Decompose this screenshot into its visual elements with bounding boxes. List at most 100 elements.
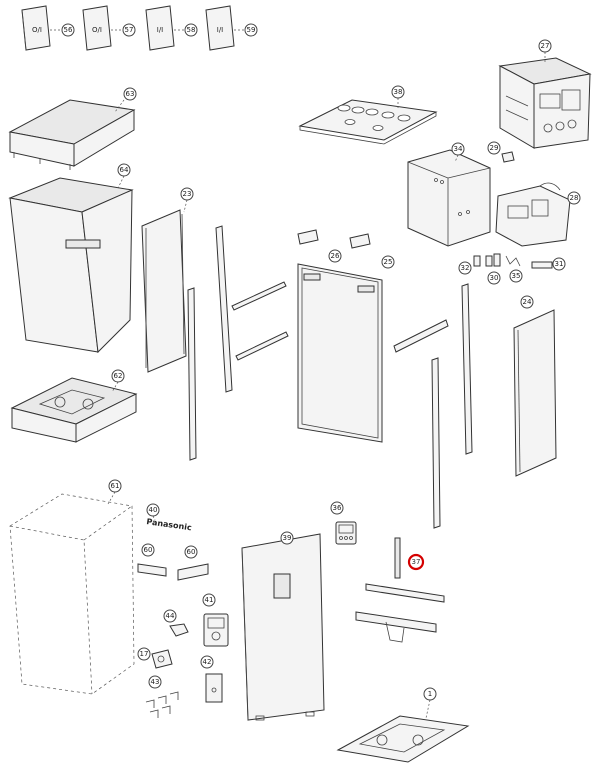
callout-44: 44 [163,609,177,623]
callout-24: 24 [520,295,534,309]
svg-text:39: 39 [283,534,292,542]
svg-text:40: 40 [149,506,158,514]
callout-35: 35 [509,269,523,283]
callout-30: 30 [487,271,501,285]
callout-60a: 60 [141,543,155,557]
callout-37-highlighted[interactable]: 37 [407,553,425,571]
callout-56: 56 [50,23,75,37]
svg-text:41: 41 [205,596,214,604]
svg-text:27: 27 [541,42,550,50]
fitting-32[interactable] [473,255,481,267]
fitting-35[interactable] [505,255,521,267]
cover-panel-34[interactable] [407,149,491,247]
side-panel-24[interactable] [513,309,557,477]
top-plate-38[interactable] [298,99,438,145]
svg-text:38: 38 [394,88,403,96]
brand-logo: Panasonic [146,517,193,532]
front-door-panel-39[interactable] [241,533,325,721]
manual-booklet-58[interactable]: I/I [145,5,175,51]
callout-34: 34 [451,142,465,163]
control-box-27[interactable] [498,57,592,149]
callout-57: 57 [111,23,136,37]
fitting-17[interactable] [151,649,173,669]
svg-text:58: 58 [187,26,196,34]
manual-booklet-59[interactable]: I/I [205,5,235,51]
svg-text:29: 29 [490,144,499,152]
packaging-bag-61[interactable] [9,493,135,695]
svg-text:36: 36 [333,504,342,512]
connector-29[interactable] [501,151,515,163]
fitting-31[interactable] [531,261,553,269]
svg-text:30: 30 [490,274,499,282]
label-sticker-60a[interactable] [137,563,167,577]
remote-controller-36[interactable] [335,521,357,545]
svg-text:57: 57 [125,26,134,34]
svg-text:31: 31 [555,260,564,268]
manual-booklet-57[interactable]: O/I [82,5,112,51]
svg-text:61: 61 [111,482,120,490]
side-panel-23[interactable] [141,209,187,373]
callout-29: 29 [487,141,501,155]
callout-38: 38 [391,85,405,110]
base-frame-62[interactable] [10,377,138,443]
svg-text:63: 63 [126,90,135,98]
svg-text:60: 60 [187,548,196,556]
booklet-label: O/I [32,26,42,34]
frame-rail-left[interactable] [187,225,233,461]
callout-25: 25 [381,255,395,269]
svg-text:59: 59 [247,26,256,34]
frame-rail-right[interactable] [431,283,473,529]
callout-1: 1 [423,687,437,719]
booklet-label: I/I [217,26,224,34]
callout-59: 59 [234,23,258,37]
callout-61: 61 [107,479,122,505]
cross-rail-right[interactable] [393,319,449,353]
cross-rail-upper[interactable] [231,281,287,311]
callout-23: 23 [180,187,194,213]
cross-rail-lower[interactable] [235,331,289,361]
callout-17: 17 [137,647,151,661]
base-tray-1[interactable] [336,715,470,763]
main-panel-25[interactable] [297,263,383,443]
svg-text:24: 24 [523,298,532,306]
callout-40: 40 [146,503,160,521]
callout-60b: 60 [184,545,198,559]
callout-58: 58 [174,23,198,37]
label-sticker-60b[interactable] [177,563,209,581]
sensor-42[interactable] [205,673,223,703]
callout-43: 43 [148,675,162,689]
callout-32: 32 [458,261,472,275]
svg-text:35: 35 [512,272,521,280]
callout-31: 31 [552,257,566,271]
callout-26: 26 [328,249,342,263]
booklet-label: I/I [157,26,164,34]
svg-text:32: 32 [461,264,470,272]
sensor-unit-41[interactable] [203,613,229,647]
rod-part-37[interactable] [394,537,401,579]
callout-27: 27 [538,39,552,62]
svg-text:23: 23 [183,190,192,198]
svg-text:42: 42 [203,658,212,666]
callout-63: 63 [114,87,137,113]
fitting-30[interactable] [485,253,501,267]
svg-text:17: 17 [140,650,149,658]
screw-set-43[interactable] [145,691,179,718]
svg-text:34: 34 [454,145,463,153]
clip-44[interactable] [169,623,189,637]
callout-41: 41 [202,593,216,607]
manual-booklet-56[interactable]: O/I [21,5,51,51]
control-pcb-28[interactable] [495,182,571,247]
bracket-lower-front[interactable] [355,583,445,643]
outer-casing-64[interactable] [8,177,134,354]
callout-42: 42 [200,655,214,669]
brand-badge-40[interactable]: Panasonic [146,517,193,532]
svg-text:1: 1 [428,690,432,698]
bracket-26[interactable] [297,229,371,249]
booklet-label: O/I [92,26,102,34]
svg-text:28: 28 [570,194,579,202]
callout-36: 36 [330,501,344,515]
top-cover-63[interactable] [8,99,136,170]
svg-text:64: 64 [120,166,129,174]
svg-text:60: 60 [144,546,153,554]
svg-text:44: 44 [166,612,175,620]
